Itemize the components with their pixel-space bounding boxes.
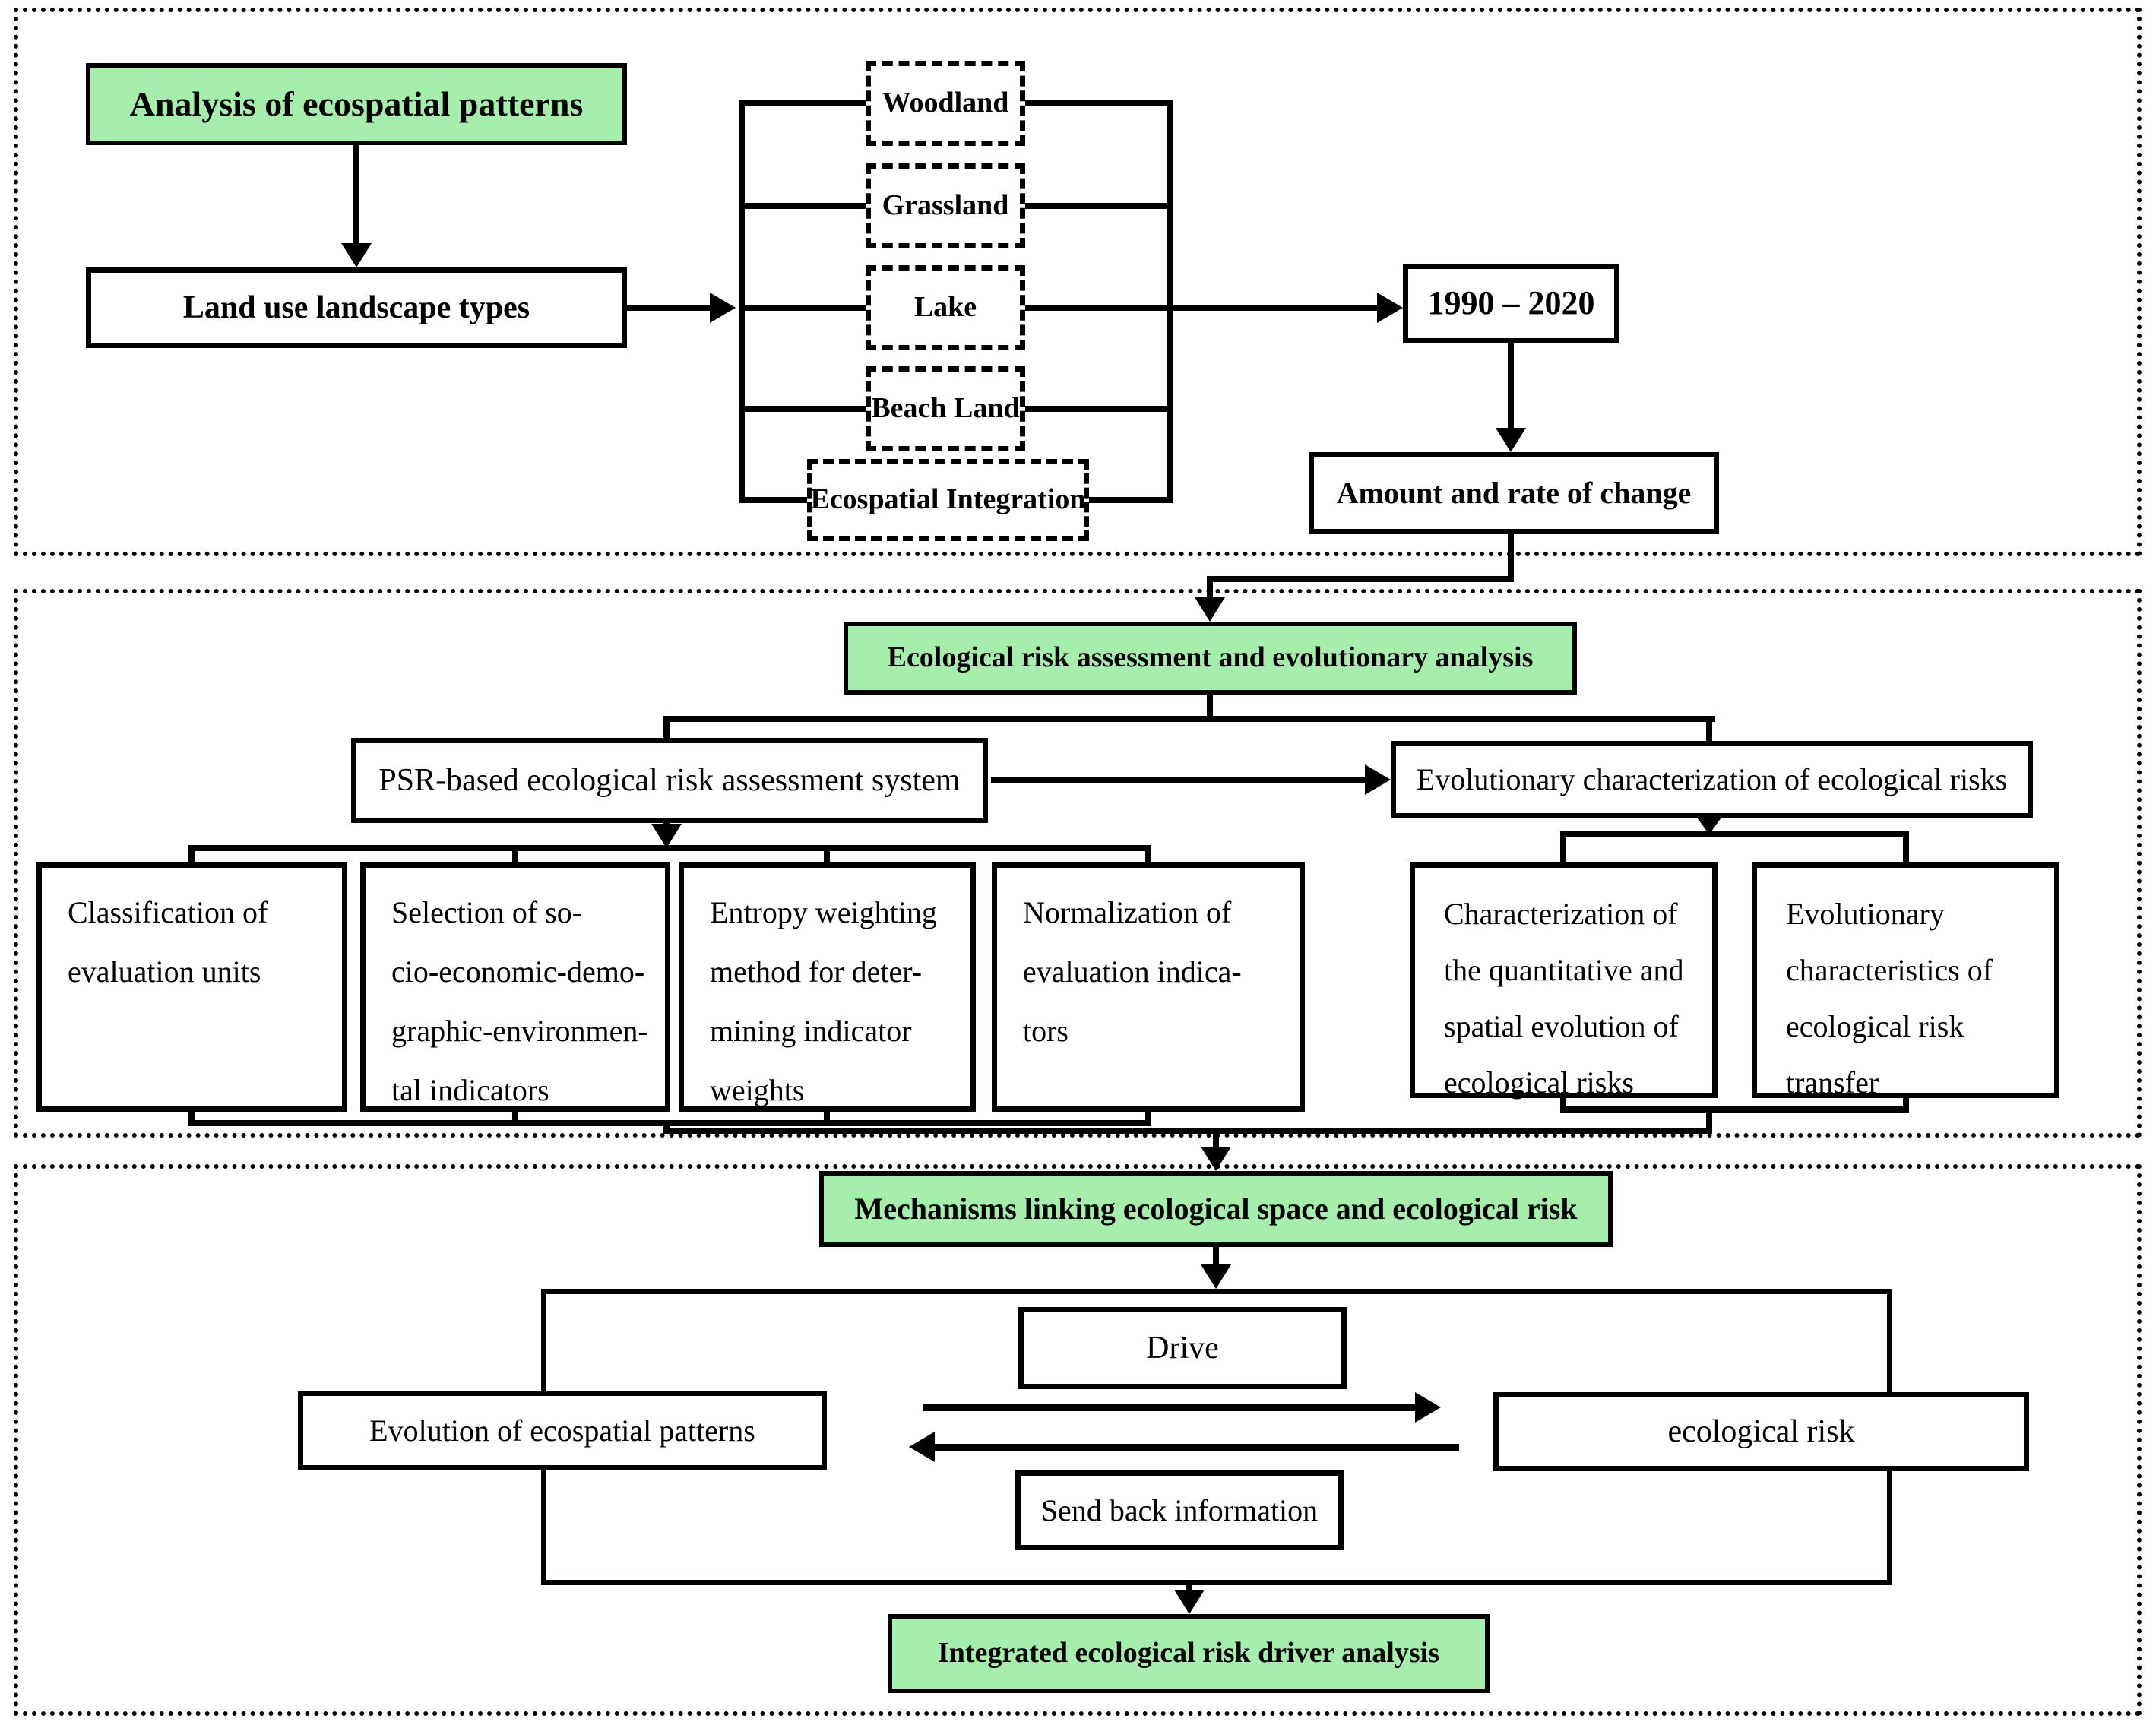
connector-line [663,1120,670,1134]
connector-line [1167,100,1173,503]
connector-line [188,845,1151,851]
connector-line [188,845,195,866]
period-1990-2020-box: 1990 – 2020 [1403,264,1619,343]
connector-line [1025,406,1167,412]
connector-line [188,1112,195,1123]
psr-system-box: PSR-based ecological risk assessment sys… [351,738,988,823]
connector-line [188,1120,1151,1126]
ecospatial-integration-box: Ecospatial Integration [807,459,1089,541]
feedback-arrow-line [935,1444,1459,1451]
arrowhead-right [1377,293,1403,323]
ecological-risk-box: ecological risk [1493,1392,2029,1471]
arrowhead-down [1697,818,1721,834]
amount-and-rate-of-change-box: Amount and rate of change [1309,452,1719,534]
arrowhead-down [651,824,682,848]
mechanisms-header-box: Mechanisms linking ecological space and … [819,1171,1613,1247]
connector-line [1213,1247,1219,1268]
connector-line [1207,695,1213,722]
arrowhead-right [710,293,736,323]
connector-line [824,1112,830,1123]
arrowhead-right [1365,764,1391,795]
connector-line [1706,716,1712,741]
send-back-information-box: Send back information [1015,1470,1344,1550]
connector-line [742,406,866,412]
connector-line [1508,534,1514,582]
beach-land-box: Beach Land [866,366,1025,451]
connector-line [739,100,745,503]
lake-box: Lake [866,265,1025,350]
connector-line [1173,305,1377,311]
connector-line [742,305,866,311]
arrowhead-down [1496,428,1526,452]
connector-line [663,716,670,738]
connector-line [512,1112,518,1123]
evolution-of-ecospatial-patterns-box: Evolution of ecospatial patterns [298,1391,827,1470]
connector-line [1560,831,1566,866]
connector-line [1145,845,1151,866]
evolutionary-characterization-box: Evolutionary characterization of ecologi… [1391,741,2033,818]
grassland-box: Grassland [866,163,1025,248]
connector-line [512,845,518,866]
connector-line [663,1128,1712,1134]
connector-line [991,777,1365,783]
arrowhead-down [1174,1590,1205,1614]
connector-line [1025,203,1167,209]
connector-line [742,100,866,106]
connector-line [1903,831,1909,866]
arrowhead-down [1195,597,1225,622]
connector-line [1560,1106,1909,1113]
arrowhead-down [1201,1264,1231,1289]
connector-line [1903,1098,1909,1109]
normalization-box: Normalization of evaluation indica- tors [992,862,1305,1112]
connector-line [1560,831,1909,837]
connector-line [1508,343,1514,428]
connector-line [1706,1106,1712,1134]
connector-line [1025,305,1167,311]
drive-arrow-line [923,1404,1415,1411]
connector-line [627,305,712,311]
connector-line [1089,497,1167,503]
section-3-frame [14,1164,2142,1716]
risk-transfer-characteristics-box: Evolutionary characteristics of ecologic… [1752,862,2059,1100]
connector-line [353,145,359,244]
drive-box: Drive [1018,1307,1347,1389]
quantitative-spatial-evolution-box: Characterization of the quantitative and… [1410,862,1718,1100]
connector-line [1207,576,1514,582]
analysis-of-ecospatial-patterns-box: Analysis of ecospatial patterns [86,63,627,145]
woodland-box: Woodland [866,61,1025,146]
indicator-selection-box: Selection of so- cio-economic-demo- grap… [360,862,670,1112]
entropy-weighting-box: Entropy weighting method for deter- mini… [679,862,976,1112]
arrowhead-right [1415,1392,1441,1423]
connector-line [742,203,866,209]
connector-line [1186,1582,1192,1591]
section-1-frame [14,8,2142,556]
connector-line [1207,576,1213,600]
land-use-landscape-types-box: Land use landscape types [86,267,627,348]
connector-line [1145,1112,1151,1123]
connector-line [1025,100,1167,106]
classification-units-box: Classification of evaluation units [36,862,347,1112]
arrowhead-down [341,243,372,267]
ecological-risk-assessment-header-box: Ecological risk assessment and evolution… [844,622,1577,695]
integrated-driver-analysis-box: Integrated ecological risk driver analys… [888,1614,1490,1693]
connector-line [742,497,807,503]
connector-line [663,716,1715,722]
arrowhead-down [1201,1147,1231,1171]
connector-line [824,845,830,866]
connector-line [1560,1098,1566,1109]
section-2-frame [14,589,2142,1138]
arrowhead-left [909,1432,935,1462]
connector-line [1213,1128,1219,1149]
